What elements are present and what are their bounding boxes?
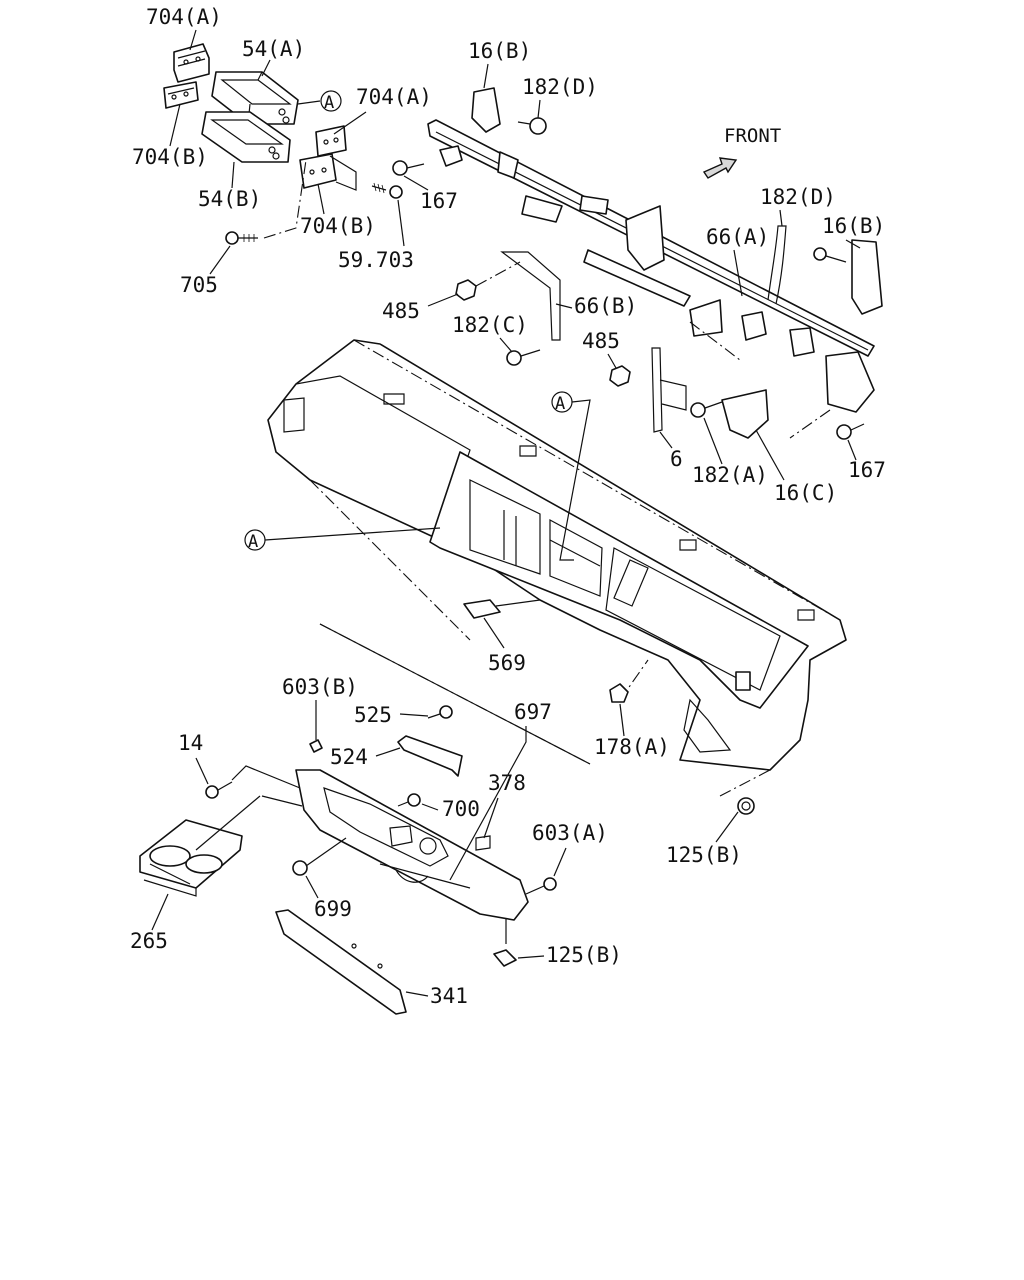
callout-704b-left: 704(B) bbox=[132, 145, 208, 169]
callout-182c: 182(C) bbox=[452, 313, 528, 337]
callout-182d-top: 182(D) bbox=[522, 75, 598, 99]
bolt-182c bbox=[506, 349, 541, 366]
callout-485-mid: 485 bbox=[582, 329, 620, 353]
callout-167-right: 167 bbox=[848, 458, 886, 482]
bolt-167-top bbox=[392, 160, 425, 176]
callout-66b: 66(B) bbox=[574, 294, 637, 318]
callout-603b: 603(B) bbox=[282, 675, 358, 699]
bolt-167-right bbox=[836, 423, 865, 440]
nut-485-left bbox=[455, 279, 477, 301]
callout-14: 14 bbox=[178, 731, 203, 755]
screw-700 bbox=[397, 793, 421, 807]
callout-485-left: 485 bbox=[382, 299, 420, 323]
callout-66a: 66(A) bbox=[706, 225, 769, 249]
pocket-54a bbox=[211, 71, 299, 125]
bracket-704a-mid bbox=[315, 125, 347, 157]
bolt-182a bbox=[690, 401, 723, 418]
callout-125b-bottom: 125(B) bbox=[546, 943, 622, 967]
bracket-704b-left bbox=[163, 81, 199, 109]
callout-178a: 178(A) bbox=[594, 735, 670, 759]
marker-a-left: A bbox=[244, 529, 266, 552]
marker-a-top: A bbox=[320, 90, 342, 113]
svg-text:A: A bbox=[324, 93, 334, 113]
callout-16c: 16(C) bbox=[774, 481, 837, 505]
callout-704a-mid: 704(A) bbox=[356, 85, 432, 109]
callout-378: 378 bbox=[488, 771, 526, 795]
callout-699: 699 bbox=[314, 897, 352, 921]
bolt-182d-right bbox=[813, 247, 847, 263]
clip-178a bbox=[609, 683, 629, 703]
callout-700: 700 bbox=[442, 797, 480, 821]
cup-holder-265 bbox=[139, 819, 243, 897]
callout-59703: 59.703 bbox=[338, 248, 414, 272]
pocket-54b bbox=[201, 111, 291, 163]
part-524 bbox=[397, 735, 463, 777]
callout-125b-right: 125(B) bbox=[666, 843, 742, 867]
clip-603b bbox=[309, 739, 323, 753]
clip-699 bbox=[292, 860, 308, 876]
callout-697: 697 bbox=[514, 700, 552, 724]
screw-14 bbox=[205, 781, 233, 799]
callout-182d-right: 182(D) bbox=[760, 185, 836, 209]
callout-16b-right: 16(B) bbox=[822, 214, 885, 238]
bolt-182d-top bbox=[517, 117, 547, 135]
callouts: 704(A) 54(A) 704(A) 704(B) 54(B) 704(B) … bbox=[130, 5, 886, 1008]
callout-182a: 182(A) bbox=[692, 463, 768, 487]
callout-704b-mid: 704(B) bbox=[300, 214, 376, 238]
screw-525 bbox=[427, 705, 453, 719]
screw-59703 bbox=[371, 182, 403, 199]
marker-a-mid: A bbox=[551, 391, 573, 414]
instrument-panel bbox=[267, 339, 847, 771]
bracket-704a-top bbox=[173, 43, 210, 83]
callout-6: 6 bbox=[670, 447, 683, 471]
front-label: FRONT bbox=[724, 125, 781, 147]
bracket-704b-mid bbox=[299, 153, 337, 189]
callout-341: 341 bbox=[430, 984, 468, 1008]
svg-text:A: A bbox=[555, 394, 565, 414]
clip-125b-bottom bbox=[493, 949, 517, 967]
callout-525: 525 bbox=[354, 703, 392, 727]
cross-car-beam bbox=[427, 87, 883, 439]
cover-697 bbox=[295, 769, 529, 921]
callout-524: 524 bbox=[330, 745, 368, 769]
clip-125b-right bbox=[737, 797, 755, 815]
callout-167-top: 167 bbox=[420, 189, 458, 213]
callout-569: 569 bbox=[488, 651, 526, 675]
front-arrow-icon bbox=[702, 157, 738, 179]
svg-text:A: A bbox=[248, 532, 258, 552]
nut-485-mid bbox=[609, 365, 631, 387]
callout-54a: 54(A) bbox=[242, 37, 305, 61]
screw-705 bbox=[225, 231, 258, 245]
clip-603a bbox=[543, 877, 557, 891]
callout-265: 265 bbox=[130, 929, 168, 953]
callout-704a-top: 704(A) bbox=[146, 5, 222, 29]
lid-341 bbox=[275, 909, 407, 1015]
callout-705: 705 bbox=[180, 273, 218, 297]
callout-54b: 54(B) bbox=[198, 187, 261, 211]
callout-603a: 603(A) bbox=[532, 821, 608, 845]
callout-16b-top: 16(B) bbox=[468, 39, 531, 63]
